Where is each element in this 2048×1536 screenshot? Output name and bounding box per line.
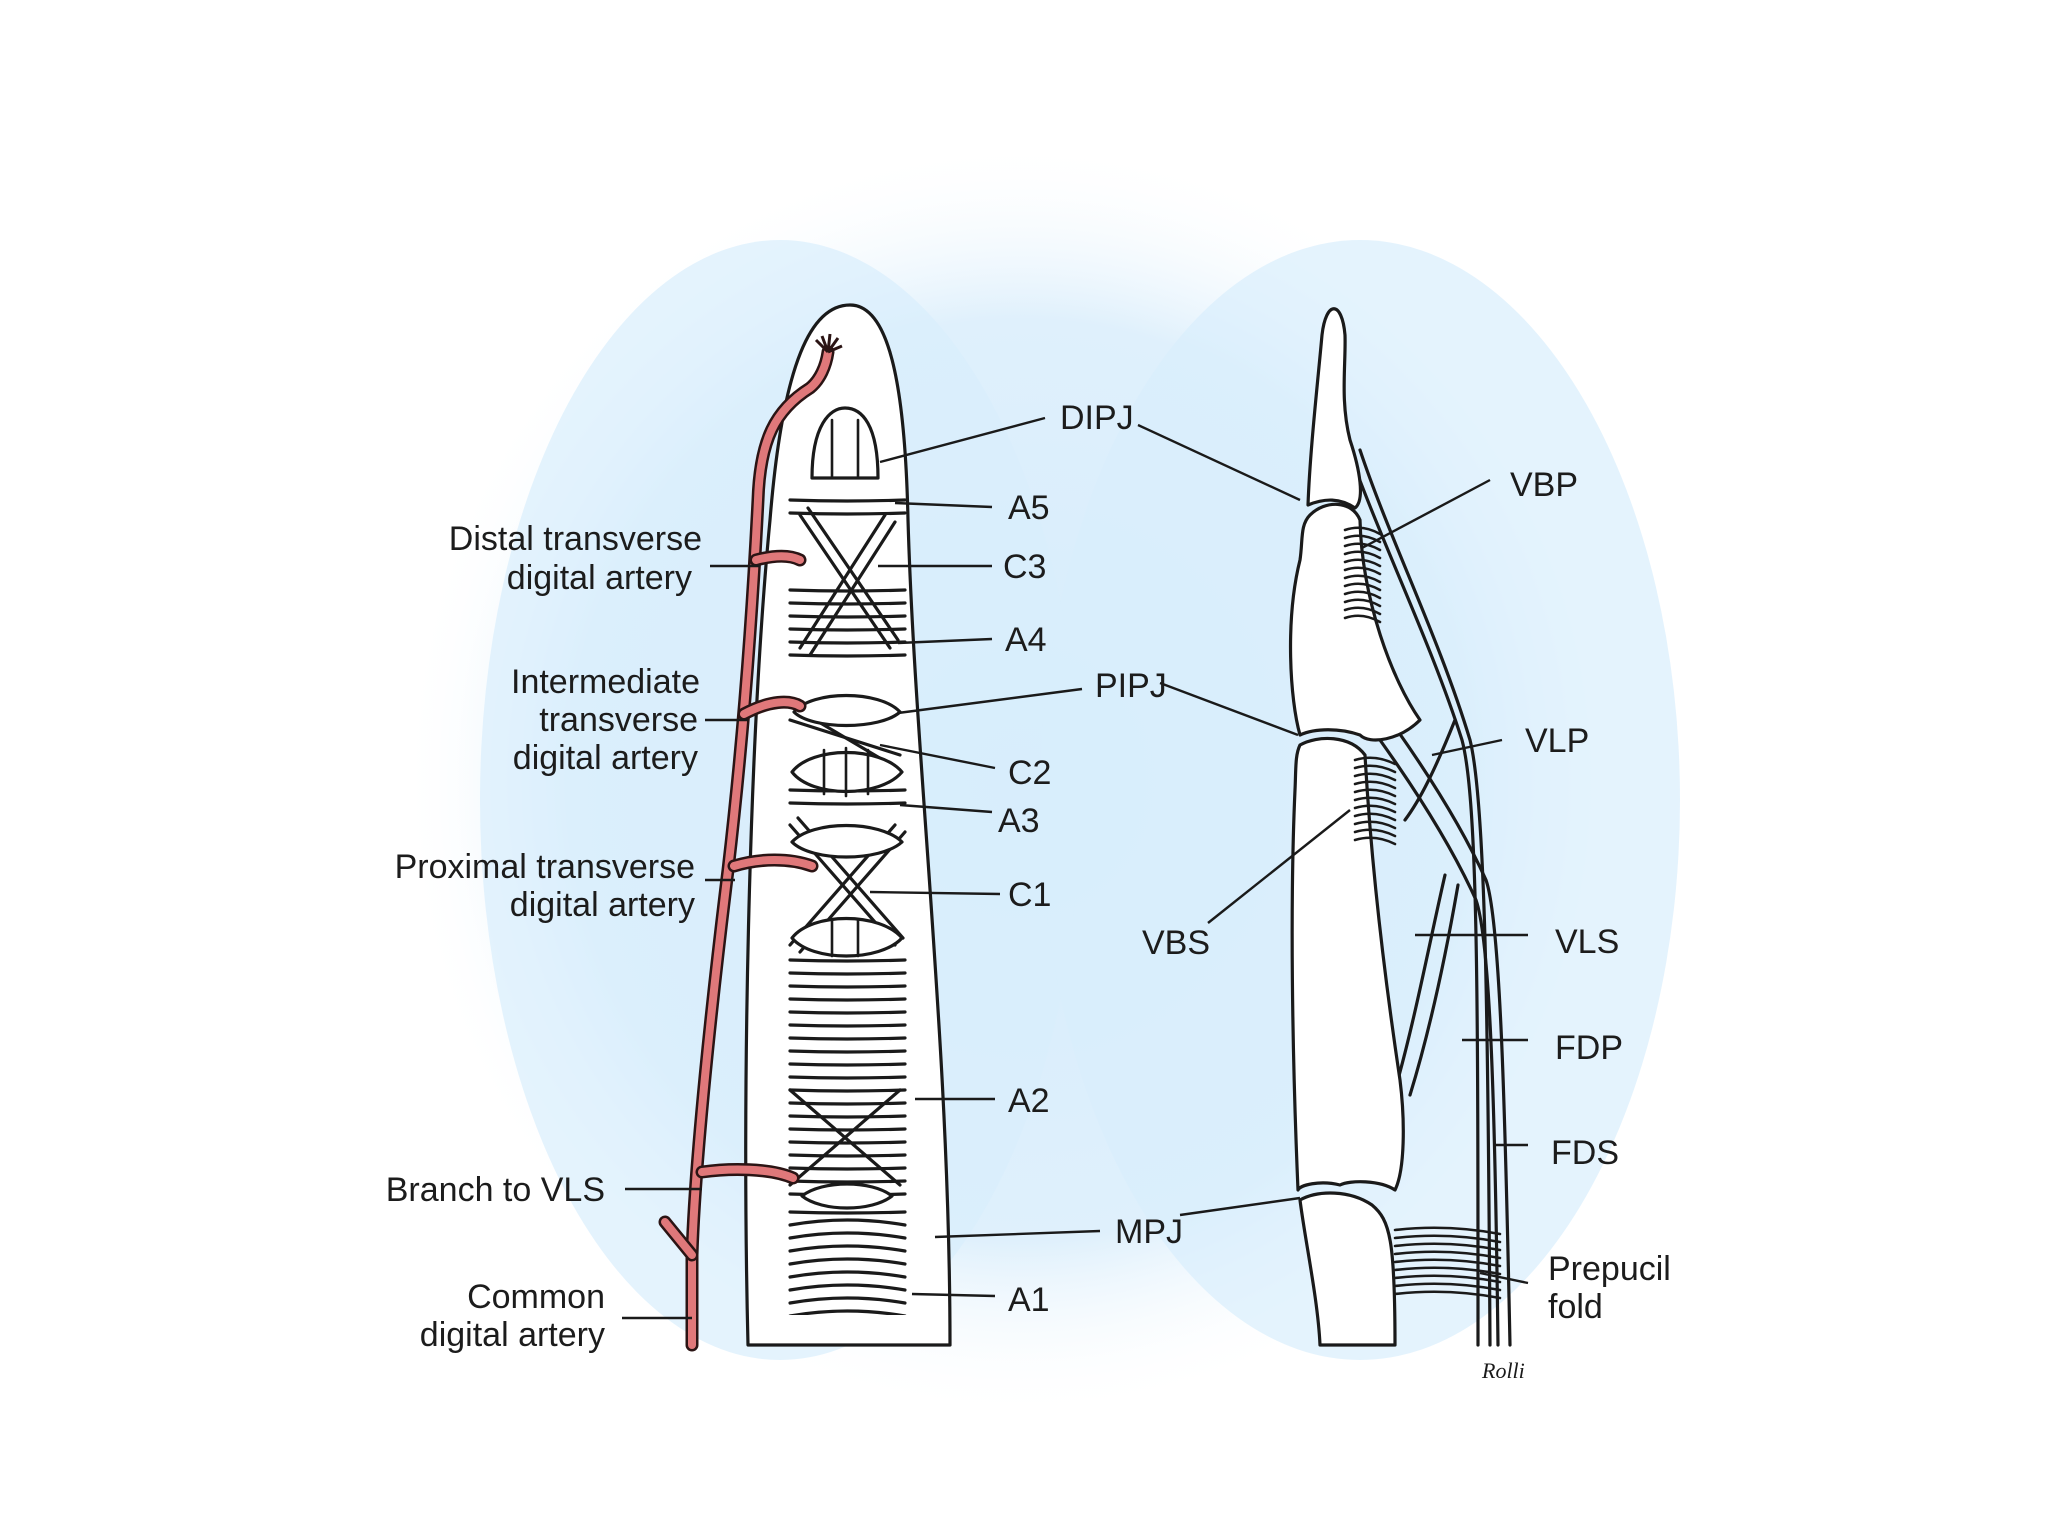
label-vbs: VBS	[1142, 924, 1210, 962]
label-c2: C2	[1008, 754, 1051, 792]
label-intermediate-line1: Intermediate	[511, 663, 700, 701]
sheath-stripe	[790, 1155, 905, 1156]
sheath-stripe	[790, 960, 905, 961]
label-a1: A1	[1008, 1281, 1050, 1319]
label-proximal-transverse-line1: Proximal transverse	[395, 848, 695, 886]
label-common-digital-line2: digital artery	[420, 1316, 605, 1354]
sheath-stripe	[790, 1038, 905, 1039]
label-distal-transverse-line1: Distal transverse	[449, 520, 702, 558]
label-dipj: DIPJ	[1060, 399, 1134, 437]
label-common-digital-line1: Common	[467, 1278, 605, 1316]
label-intermediate-line2: transverse	[539, 701, 698, 739]
sheath-stripe	[790, 590, 905, 591]
sheath-stripe	[790, 1116, 905, 1117]
label-intermediate-line3: digital artery	[513, 739, 698, 777]
label-a5: A5	[1008, 489, 1050, 527]
sheath-stripe	[790, 500, 905, 501]
sheath-stripe	[790, 1181, 905, 1182]
label-prepucil-line2: fold	[1548, 1288, 1603, 1326]
label-a3: A3	[998, 802, 1040, 840]
label-vls: VLS	[1555, 923, 1619, 961]
label-c1: C1	[1008, 876, 1051, 914]
sheath-stripe	[790, 1142, 905, 1143]
label-branch-to-vls: Branch to VLS	[386, 1171, 605, 1209]
sheath-stripe	[790, 1212, 905, 1213]
sheath-stripe	[790, 1064, 905, 1065]
label-vlp: VLP	[1525, 722, 1589, 760]
sheath-stripe	[790, 803, 905, 804]
sheath-stripe	[790, 1077, 905, 1078]
sheath-stripe	[790, 999, 905, 1000]
artist-signature: Rolli	[1481, 1358, 1525, 1383]
sheath-stripe	[790, 973, 905, 974]
sheath-stripe	[790, 1090, 905, 1091]
sheath-stripe	[790, 513, 905, 514]
label-vbp: VBP	[1510, 466, 1578, 504]
sheath-stripe	[790, 1129, 905, 1130]
label-fdp: FDP	[1555, 1029, 1623, 1067]
sheath-stripe	[790, 1051, 905, 1052]
sheath-stripe	[790, 1012, 905, 1013]
sheath-stripe	[790, 629, 905, 630]
label-prepucil-line1: Prepucil	[1548, 1250, 1671, 1288]
sheath-stripe	[790, 655, 905, 656]
label-distal-transverse-line2: digital artery	[507, 559, 692, 597]
label-a4: A4	[1005, 621, 1047, 659]
sheath-stripe	[790, 1025, 905, 1026]
label-c3: C3	[1003, 548, 1046, 586]
label-mpj: MPJ	[1115, 1213, 1183, 1251]
sheath-stripe	[790, 603, 905, 604]
label-fds: FDS	[1551, 1134, 1619, 1172]
sheath-stripe	[790, 986, 905, 987]
label-pipj: PIPJ	[1095, 667, 1167, 705]
label-a2: A2	[1008, 1082, 1050, 1120]
label-proximal-transverse-line2: digital artery	[510, 886, 695, 924]
sheath-stripe	[790, 616, 905, 617]
